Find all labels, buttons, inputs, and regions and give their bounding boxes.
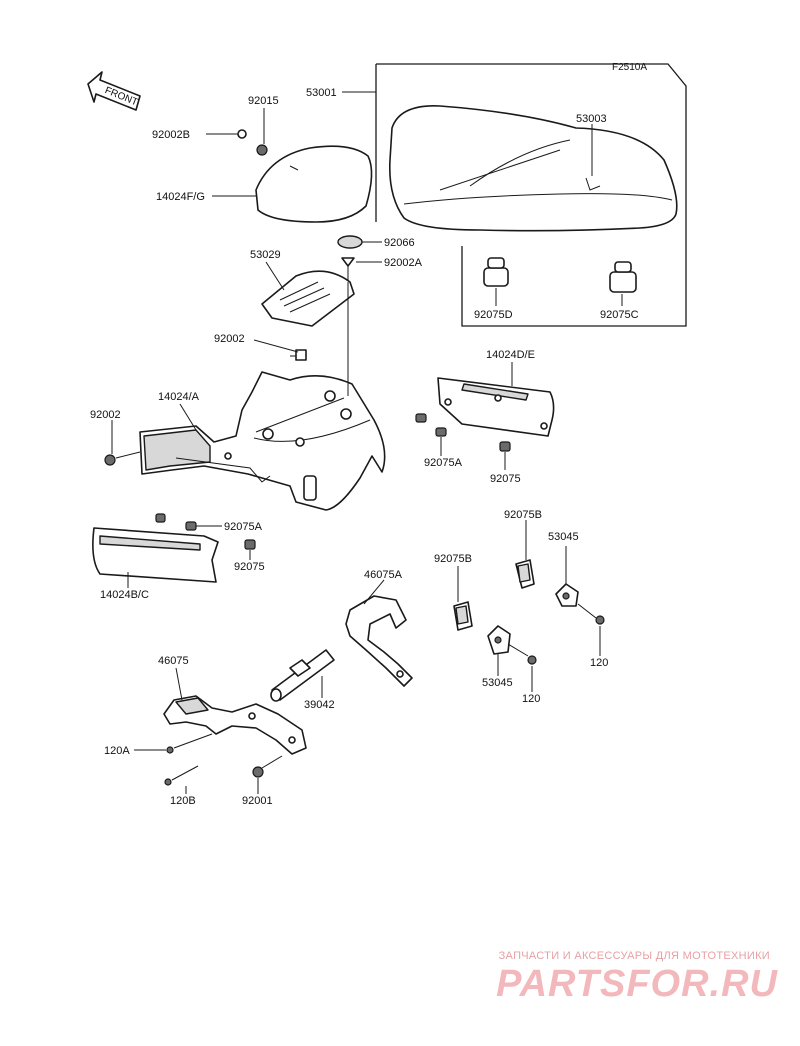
label-92001: 92001 (242, 795, 273, 807)
label-92075b-lower: 92075B (434, 553, 472, 565)
bolt-92002a (341, 257, 355, 280)
nut-92001 (252, 755, 283, 778)
label-46075a: 46075A (364, 569, 403, 581)
seat-53001 (388, 105, 678, 232)
cap-92066 (337, 235, 363, 249)
damper-92075b-lower (453, 601, 473, 631)
side-cover-14024bc (92, 527, 219, 583)
label-14024fg: 14024F/G (156, 191, 205, 203)
seat-damper-92075c (609, 261, 637, 293)
label-120-lower: 120 (522, 693, 540, 705)
label-92075-left: 92075 (234, 561, 265, 573)
label-92002a: 92002A (384, 257, 423, 269)
screw-120-lower (507, 643, 537, 665)
label-92002b: 92002B (152, 129, 190, 141)
label-120a: 120A (104, 745, 130, 757)
label-92002-top: 92002 (214, 333, 245, 345)
seat-assembly-frame (376, 63, 687, 327)
figure-reference: F2510A (612, 62, 647, 73)
screw-120-right (577, 603, 605, 625)
bolt-120a (166, 733, 213, 754)
label-39042: 39042 (304, 699, 335, 711)
carrier-53029 (261, 270, 355, 327)
label-92015: 92015 (248, 95, 279, 107)
seat-cowl-14024fg (255, 145, 373, 223)
label-92075d: 92075D (474, 309, 513, 321)
label-120-right: 120 (590, 657, 608, 669)
seat-damper-92075d (483, 257, 509, 287)
bolt-92002b (232, 129, 247, 139)
label-53029: 53029 (250, 249, 281, 261)
front-arrow-icon: FRONT (87, 71, 141, 111)
bracket-46075 (163, 695, 307, 755)
shaft-39042 (270, 649, 335, 702)
label-92075-right: 92075 (490, 473, 521, 485)
label-92075a-right: 92075A (424, 457, 463, 469)
label-53001: 53001 (306, 87, 337, 99)
label-92066: 92066 (384, 237, 415, 249)
bolt-92002-left (104, 451, 141, 466)
label-92075a-left: 92075A (224, 521, 263, 533)
label-14024a: 14024/A (158, 391, 200, 403)
side-cover-14024de (437, 377, 555, 437)
leader-92002-top (253, 339, 299, 353)
label-53045-upper: 53045 (548, 531, 579, 543)
grommet-92075a-right (415, 413, 447, 437)
bracket-53045-upper (555, 583, 579, 607)
bracket-53045-lower (487, 625, 511, 655)
label-46075: 46075 (158, 655, 189, 667)
label-14024bc: 14024B/C (100, 589, 149, 601)
bracket-46075a (345, 595, 413, 687)
leader-53029 (265, 261, 285, 291)
label-53003: 53003 (576, 113, 607, 125)
label-53045-lower: 53045 (482, 677, 513, 689)
watermark-tagline: ЗАПЧАСТИ И АКСЕССУАРЫ ДЛЯ МОТОТЕХНИКИ (498, 950, 770, 962)
leader-46075 (175, 667, 183, 701)
label-92075c: 92075C (600, 309, 639, 321)
watermark-logo: PARTSFOR.RU (496, 963, 778, 1005)
leader-14024a (179, 403, 197, 431)
grommet-92075-right (499, 441, 511, 452)
bolt-92002-top (290, 349, 307, 361)
bolt-120b (164, 765, 199, 786)
damper-92075b-upper (515, 559, 535, 589)
grommet-92075-left (244, 539, 256, 550)
leader-46075a (363, 579, 385, 605)
label-92075b-upper: 92075B (504, 509, 542, 521)
tail-cover-14024a (139, 371, 386, 511)
label-120b: 120B (170, 795, 196, 807)
label-92002-left: 92002 (90, 409, 121, 421)
label-14024de: 14024D/E (486, 349, 535, 361)
grommet-92015 (256, 144, 268, 156)
grommet-92075a-left (155, 513, 197, 531)
